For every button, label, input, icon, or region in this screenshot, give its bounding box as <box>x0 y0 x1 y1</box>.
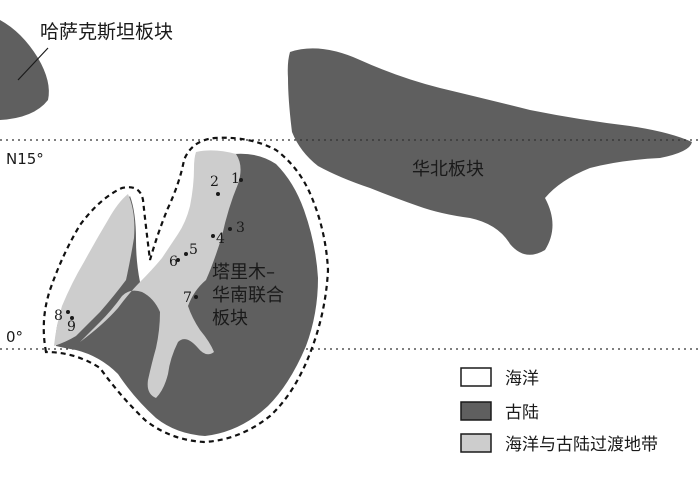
north-china-plate-label: 华北板块 <box>412 159 484 180</box>
tarim-south-china-label-line1: 塔里木– <box>212 262 275 283</box>
svg-text:1: 1 <box>231 171 240 187</box>
tarim-south-china-label-line3: 板块 <box>212 308 248 329</box>
svg-text:6: 6 <box>169 254 178 270</box>
svg-text:2: 2 <box>210 174 219 190</box>
legend-transition: 海洋与古陆过渡地带 <box>460 433 658 455</box>
svg-text:5: 5 <box>189 242 198 258</box>
svg-text:9: 9 <box>67 319 76 335</box>
site-1: 1 <box>231 171 243 187</box>
tarim-south-china-label-line2: 华南联合 <box>212 285 284 306</box>
site-7: 7 <box>183 290 198 306</box>
site-2: 2 <box>210 174 220 196</box>
svg-text:古陆: 古陆 <box>505 403 539 423</box>
kazakhstan-plate-shape <box>0 20 49 120</box>
latitude-label-equator: 0° <box>6 328 23 346</box>
svg-text:海洋: 海洋 <box>505 369 539 389</box>
site-4: 4 <box>211 231 225 247</box>
site-5: 5 <box>184 242 198 258</box>
svg-text:4: 4 <box>216 231 225 247</box>
svg-text:3: 3 <box>236 220 245 236</box>
svg-text:海洋与古陆过渡地带: 海洋与古陆过渡地带 <box>505 435 658 455</box>
plate-dashed-boundary <box>42 136 330 444</box>
svg-text:8: 8 <box>54 308 63 324</box>
svg-text:7: 7 <box>183 290 192 306</box>
site-3: 3 <box>228 220 245 236</box>
kazakhstan-leader-line <box>17 47 49 81</box>
site-9: 9 <box>67 316 76 335</box>
site-6: 6 <box>169 254 180 270</box>
site-8: 8 <box>54 308 70 324</box>
north-china-plate-shape <box>287 48 692 255</box>
latitude-label-n15: N15° <box>6 150 44 168</box>
kazakhstan-plate-label: 哈萨克斯坦板块 <box>40 21 173 43</box>
transition-zone-west <box>54 194 135 346</box>
legend-ocean: 海洋 <box>460 367 539 389</box>
transition-zone-central <box>80 150 241 398</box>
legend-ancient-land: 古陆 <box>460 401 539 423</box>
legend: 海洋 古陆 海洋与古陆过渡地带 <box>460 367 658 455</box>
